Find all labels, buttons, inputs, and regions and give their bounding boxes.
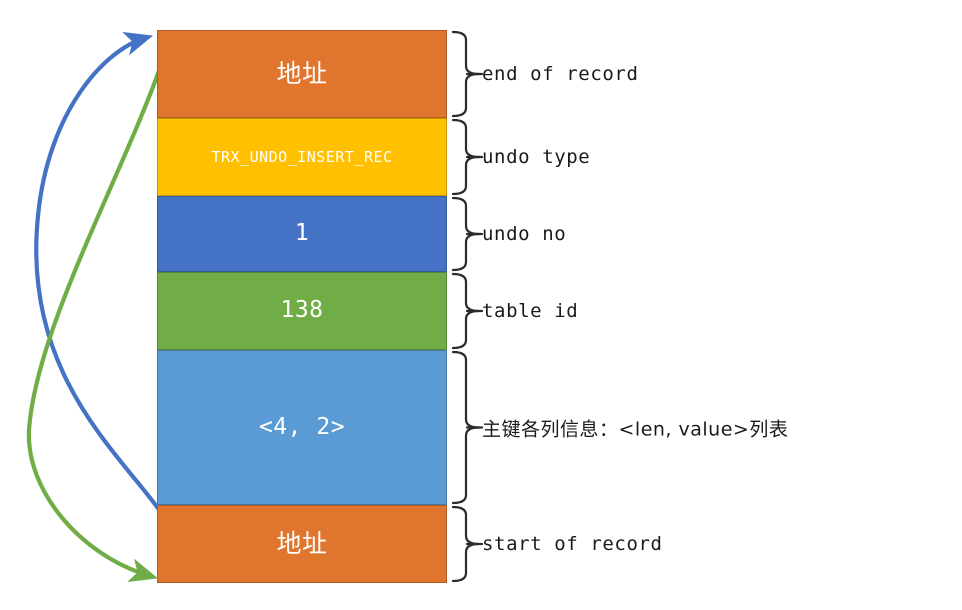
end-to-start-pointer-arrow [26, 65, 163, 582]
field-label: start of record [482, 533, 663, 555]
record-field-value: 138 [280, 297, 324, 324]
field-label: undo type [482, 146, 591, 168]
record-field-block[interactable]: <4, 2> [157, 350, 447, 505]
field-label: end of record [482, 63, 639, 85]
record-field-value: 1 [294, 220, 310, 247]
record-field-block[interactable]: 138 [157, 272, 447, 350]
record-field-value: TRX_UNDO_INSERT_REC [211, 147, 393, 166]
field-label: undo no [482, 223, 567, 245]
start-to-end-pointer-arrow [34, 31, 163, 514]
record-field-block[interactable]: TRX_UNDO_INSERT_REC [157, 118, 447, 196]
record-field-value: <4, 2> [258, 413, 346, 440]
field-label: 主键各列信息：<len, value>列表 [482, 418, 789, 440]
record-field-block[interactable]: 地址 [157, 30, 447, 118]
record-field-block[interactable]: 1 [157, 196, 447, 272]
record-field-value: 地址 [276, 59, 328, 89]
record-field-block[interactable]: 地址 [157, 505, 447, 583]
field-label: table id [482, 300, 579, 322]
record-field-value: 地址 [276, 529, 328, 559]
bracket-group [451, 30, 484, 583]
